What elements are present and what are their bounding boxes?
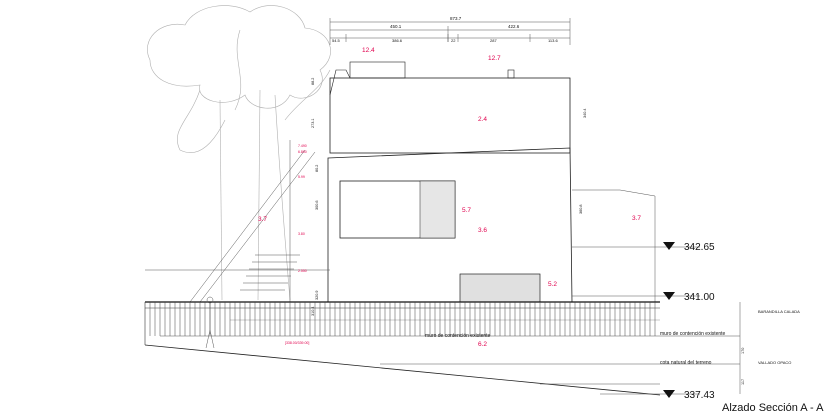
right-annex: [572, 189, 656, 302]
small-red-label: [338.00/339.00]: [285, 341, 309, 345]
annotation-retaining-wall-right: muro de contención existente: [660, 331, 726, 337]
scale-figure: [205, 296, 215, 349]
level-marker-2: 341.00: [663, 292, 715, 303]
label-3-7-left: 3.7: [258, 216, 267, 223]
label-5-2: 5.2: [548, 281, 557, 288]
tree-sketch: [147, 5, 331, 301]
level-tags: 7.490 6.890 5.99 3.80 2.550 [338.00/339.…: [285, 144, 309, 345]
dim-row3-e: 113.6: [548, 38, 558, 43]
level-value-1: 342.65: [684, 242, 715, 253]
label-6-2: 6.2: [478, 341, 487, 348]
level-tag-3: 5.99: [298, 175, 305, 179]
drawing-title: Alzado Sección A - A: [722, 402, 824, 414]
level-tag-5: 2.550: [298, 269, 307, 273]
dim-row3-b: 386.6: [392, 38, 403, 43]
ground-and-railing: [144, 301, 661, 396]
dim-row2-a: 450.1: [390, 24, 402, 29]
vdim-10: 117: [741, 379, 745, 385]
dim-overall: 873.7: [450, 16, 462, 21]
lower-volume: [327, 147, 573, 303]
level-tag-1: 7.490: [298, 144, 307, 148]
vertical-dimensions: 88.2 273.1 80.2 300.6 320.9 310.4 340.4 …: [311, 78, 745, 385]
annotation-retaining-wall-left: muro de contención existente: [425, 333, 491, 339]
dim-row3-a: 54.5: [332, 38, 341, 43]
vdim-2: 273.1: [311, 118, 315, 128]
vdim-3: 80.2: [315, 165, 319, 172]
vdim-4: 300.6: [315, 200, 319, 210]
level-tag-4: 3.80: [298, 232, 305, 236]
top-dimension-lines: [329, 18, 571, 45]
level-lines: [572, 246, 741, 395]
label-12-7: 12.7: [488, 55, 501, 62]
annotation-railing: BARANDILLA CALADA: [758, 309, 800, 314]
stair-and-slope: [145, 140, 330, 303]
dim-row3-c: 22: [451, 38, 456, 43]
level-marker-3: 337.43: [663, 390, 715, 401]
annotation-natural-ground: cota natural del terreno: [660, 360, 712, 366]
level-value-2: 341.00: [684, 292, 715, 303]
dim-row2-b: 422.6: [508, 24, 520, 29]
level-tag-2: 6.890: [298, 150, 307, 154]
label-5-7: 5.7: [462, 207, 471, 214]
upper-volume: [329, 61, 571, 154]
section-labels: 12.4 12.7 2.4 5.7 3.6 3.7 3.7 5.2 6.2: [258, 47, 641, 348]
vdim-6: 310.4: [311, 306, 315, 316]
vdim-5: 320.9: [315, 290, 319, 300]
vdim-8: 360.8: [579, 204, 583, 214]
vdim-9: 170: [741, 348, 745, 354]
annotation-opaque-fence: VALLADO OPACO: [758, 360, 791, 365]
label-3-7-right: 3.7: [632, 215, 641, 222]
railing-posts: [149, 302, 656, 336]
label-2-4: 2.4: [478, 116, 487, 123]
label-3-6: 3.6: [478, 227, 487, 234]
level-value-3: 337.43: [684, 390, 715, 401]
dim-row3-d: 287: [490, 38, 497, 43]
label-12-4: 12.4: [362, 47, 375, 54]
vdim-7: 340.4: [583, 108, 587, 118]
vdim-1: 88.2: [311, 78, 315, 85]
level-marker-1: 342.65: [663, 242, 715, 253]
